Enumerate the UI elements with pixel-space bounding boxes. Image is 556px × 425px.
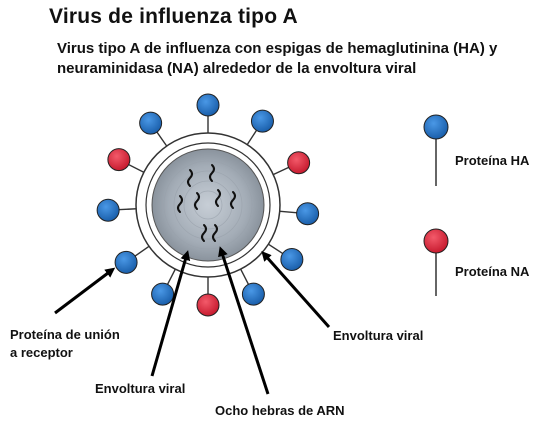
- ha-spike: [241, 282, 265, 306]
- page-title: Virus de influenza tipo A: [49, 5, 298, 28]
- arrow-rna: [218, 246, 270, 395]
- na-spike: [196, 293, 220, 317]
- ha-spike: [280, 247, 304, 271]
- arrow-receptor: [54, 267, 116, 315]
- na-spike: [287, 151, 311, 175]
- rna-strands: [177, 164, 236, 242]
- na-spike: [107, 148, 131, 172]
- label-envelope-left: Envoltura viral: [95, 381, 185, 396]
- label-receptor-line1: Proteína de unión: [10, 327, 120, 342]
- rna-strand: [177, 195, 183, 213]
- legend-na-icon: [423, 228, 449, 254]
- ha-spike: [139, 111, 163, 135]
- label-rna: Ocho hebras de ARN: [215, 403, 345, 418]
- rna-strand: [194, 192, 200, 210]
- rna-strand: [187, 169, 193, 187]
- legend-ha-icon: [423, 114, 449, 140]
- ha-spike: [250, 109, 274, 133]
- legend-ha-label: Proteína HA: [455, 153, 530, 168]
- page-subtitle: Virus tipo A de influenza con espigas de…: [57, 40, 498, 77]
- label-receptor-line2: a receptor: [10, 345, 73, 360]
- rna-strand: [230, 191, 236, 209]
- arrow-envelope-left: [150, 250, 191, 377]
- rna-strand: [215, 189, 221, 207]
- ha-spike: [196, 93, 220, 117]
- label-envelope-right: Envoltura viral: [333, 328, 423, 343]
- legend-na-label: Proteína NA: [455, 264, 530, 279]
- arrow-envelope-right: [261, 251, 331, 328]
- rna-strand: [209, 164, 215, 182]
- rna-strand: [212, 224, 218, 242]
- arrows: [54, 246, 331, 395]
- ha-spike: [151, 282, 175, 306]
- spike-heads: [96, 93, 320, 317]
- ha-spike: [296, 202, 320, 226]
- rna-strand: [201, 224, 207, 242]
- ha-spike: [114, 250, 138, 274]
- viral-core: [151, 148, 265, 262]
- ha-spike: [96, 198, 120, 222]
